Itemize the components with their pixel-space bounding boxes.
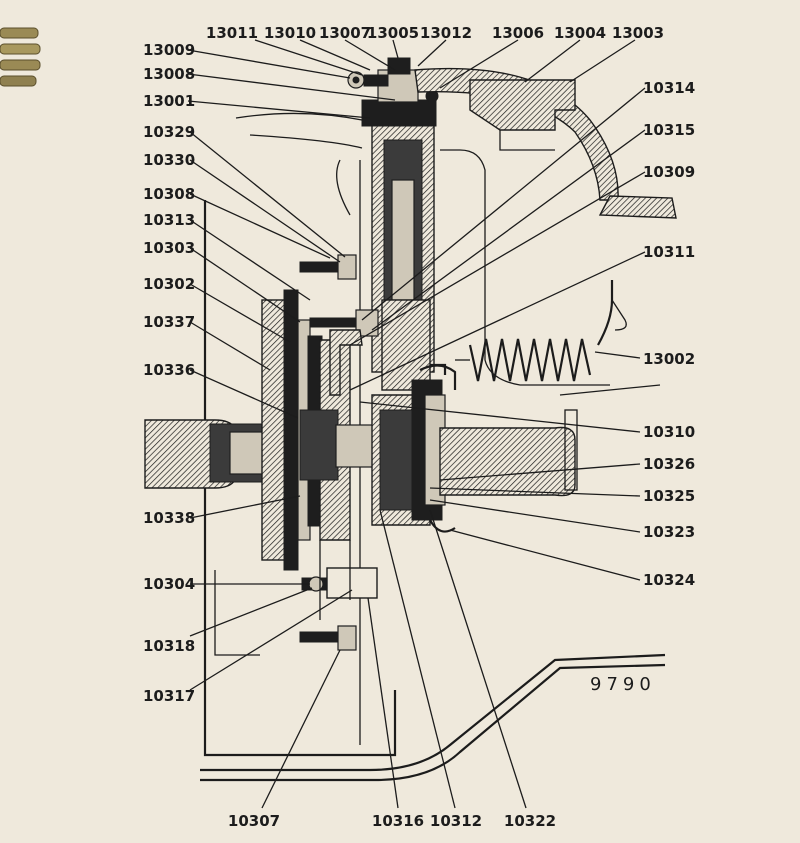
callout-10313: 10313 (143, 211, 195, 229)
binder-clip-icon (0, 27, 41, 87)
bolt-upper (299, 254, 357, 280)
callout-13002: 13002 (643, 350, 695, 368)
callout-10325: 10325 (643, 487, 695, 505)
return-spring (468, 338, 592, 382)
drawing (144, 57, 677, 782)
callout-10330: 10330 (143, 151, 195, 169)
callout-10302: 10302 (143, 275, 195, 293)
callout-10324: 10324 (643, 571, 695, 589)
callout-10318: 10318 (143, 637, 195, 655)
callout-10315: 10315 (643, 121, 695, 139)
callout-10312: 10312 (430, 812, 482, 830)
callout-13010: 13010 (264, 24, 316, 42)
callout-10326: 10326 (643, 455, 695, 473)
callout-10323: 10323 (643, 523, 695, 541)
leader-lines (187, 39, 646, 809)
callout-13008: 13008 (143, 65, 195, 83)
callout-13003: 13003 (612, 24, 664, 42)
callout-10317: 10317 (143, 687, 195, 705)
callout-13004: 13004 (554, 24, 606, 42)
callout-10329: 10329 (143, 123, 195, 141)
callout-10307: 10307 (228, 812, 280, 830)
callout-10309: 10309 (643, 163, 695, 181)
callout-13012: 13012 (420, 24, 472, 42)
bolt-bottom (299, 625, 357, 651)
callout-10314: 10314 (643, 79, 695, 97)
callout-13005: 13005 (367, 24, 419, 42)
callout-13011: 13011 (206, 24, 258, 42)
callout-13001: 13001 (143, 92, 195, 110)
callout-10303: 10303 (143, 239, 195, 257)
callout-10310: 10310 (643, 423, 695, 441)
callout-13006: 13006 (492, 24, 544, 42)
callout-10338: 10338 (143, 509, 195, 527)
callout-10311: 10311 (643, 243, 695, 261)
callout-10337: 10337 (143, 313, 195, 331)
callout-10308: 10308 (143, 185, 195, 203)
callout-10322: 10322 (504, 812, 556, 830)
callout-13007: 13007 (319, 24, 371, 42)
callout-10304: 10304 (143, 575, 195, 593)
figure-number: 9790 (590, 674, 656, 695)
callout-10316: 10316 (372, 812, 424, 830)
callout-10336: 10336 (143, 361, 195, 379)
callout-13009: 13009 (143, 41, 195, 59)
callout-labels: 13011 13010 13007 13005 13012 13006 1300… (143, 24, 695, 830)
